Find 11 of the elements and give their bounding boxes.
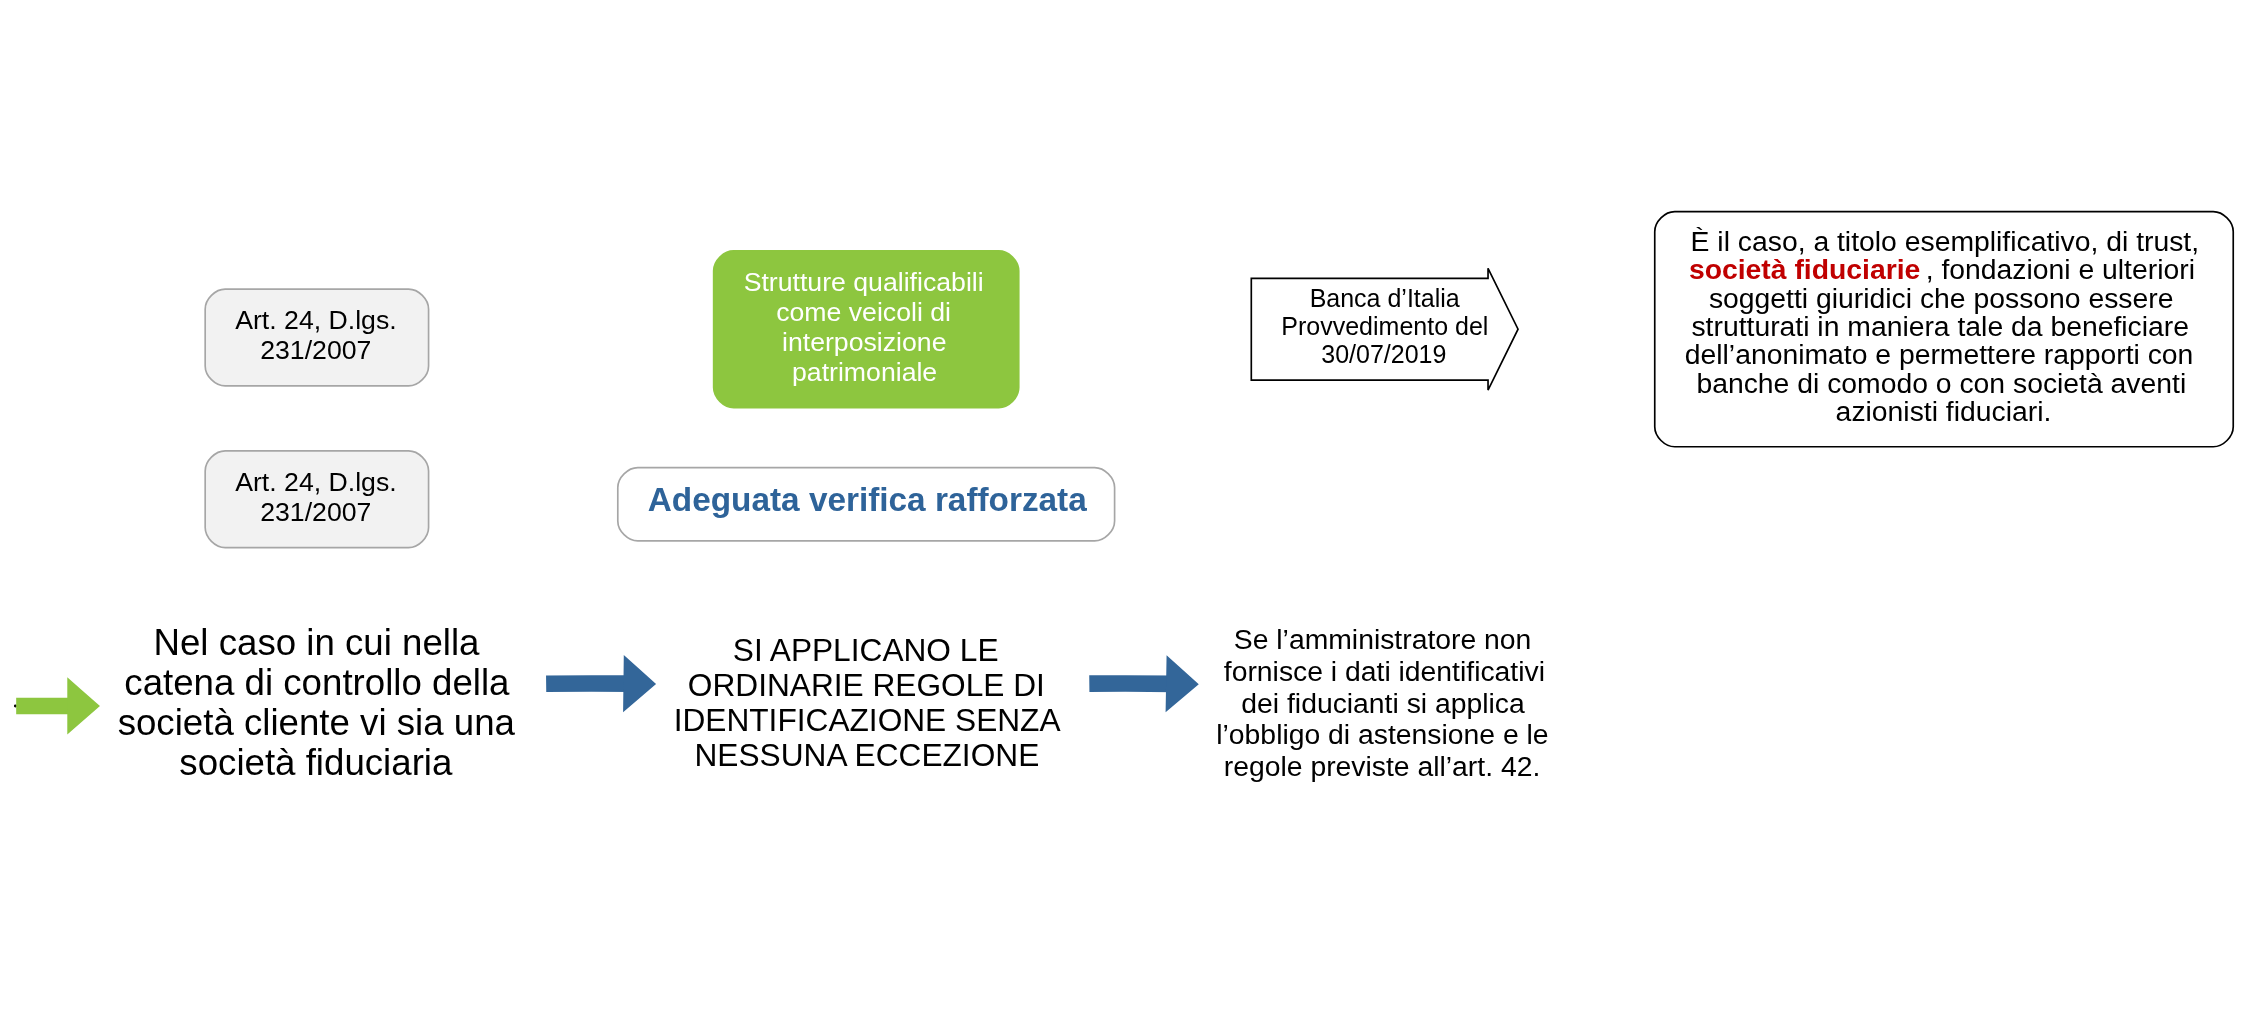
arrow [546, 655, 657, 713]
node-box: Adeguata verifica rafforzata [616, 466, 1116, 542]
node-box: Art. 24, D.lgs. 231/2007 [204, 288, 430, 387]
arrow [1089, 655, 1199, 713]
node-text: Se l’amministratore non fornisce i dati identificativi dei fiducianti si applica l’obbligo di astensione e le regole previste all’art. 42. [1216, 623, 1549, 783]
node-box: È il caso, a titolo esemplificativo, di trust, società fiduciarie, fondazioni e ulteriori soggetti giuridici che possono essere strutturati in maniera tale da beneficiare dell’anonimato e permettere rapporti con banche di comodo o con società aventi azionisti fiduciari. [1653, 210, 2235, 448]
arrow [16, 677, 100, 735]
node-text: Nel caso in cui nella catena di controllo della società cliente vi sia una società fiduciaria [117, 622, 515, 784]
node-box: Strutture qualificabili come veicoli di interposizione patrimoniale [712, 250, 1020, 409]
node-box: Art. 24, D.lgs. 231/2007 [204, 450, 430, 549]
node-text: SI APPLICANO LE ORDINARIE REGOLE DI IDENTIFICAZIONE SENZA NESSUNA ECCEZIONE [673, 632, 1061, 774]
